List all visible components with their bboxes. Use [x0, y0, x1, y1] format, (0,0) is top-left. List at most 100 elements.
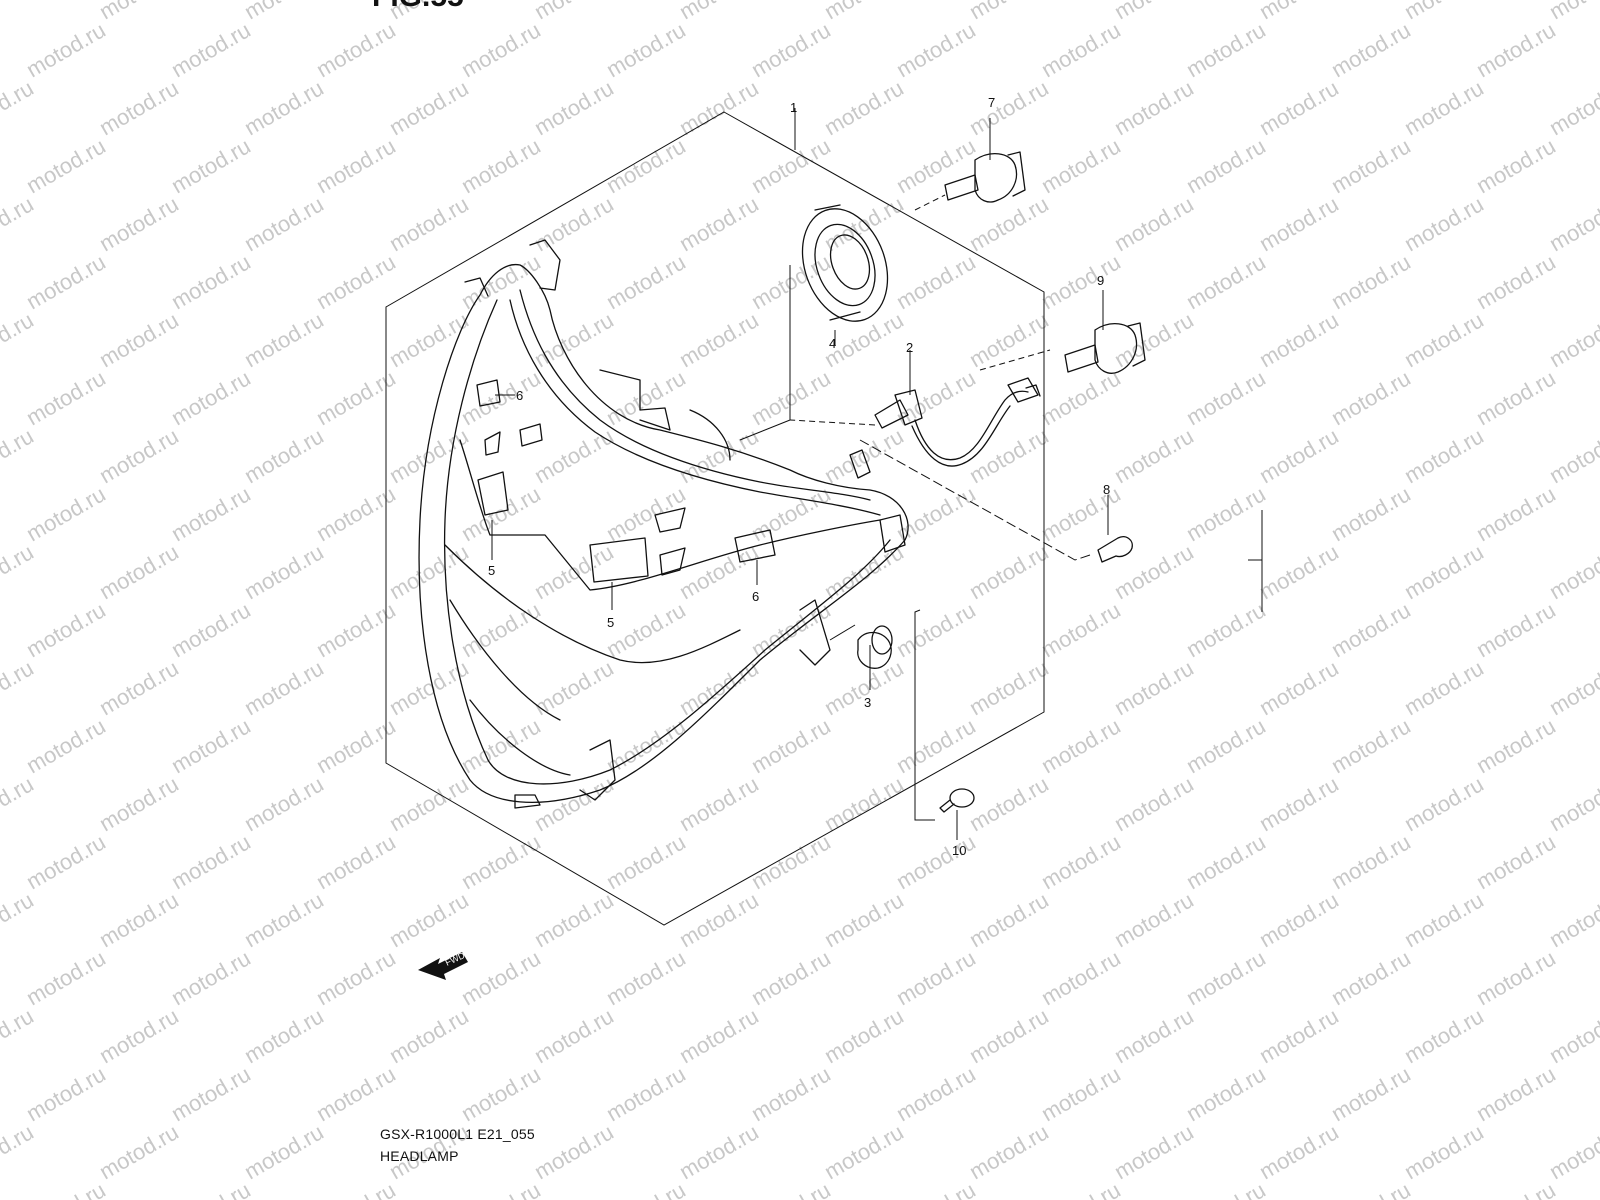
callout-6a: 6: [516, 388, 523, 403]
watermark-text: motod.ru: [965, 539, 1053, 604]
grommet[interactable]: [857, 625, 893, 669]
watermark-text: motod.ru: [312, 597, 400, 662]
headlamp-assembly[interactable]: [418, 239, 909, 809]
dust-cover[interactable]: [788, 197, 903, 333]
watermark-text: motod.ru: [1255, 423, 1343, 488]
watermark-text: motod.ru: [385, 307, 473, 372]
callout-6b: 6: [752, 589, 759, 604]
watermark-text: motod.ru: [747, 1177, 835, 1200]
assembly-box: [385, 111, 1045, 926]
bulb-low-beam[interactable]: [1064, 322, 1146, 374]
watermark-text: motod.ru: [95, 75, 183, 140]
watermark-text: motod.ru: [892, 597, 980, 662]
watermark-text: motod.ru: [965, 1003, 1053, 1068]
watermark-text: motod.ru: [1400, 1119, 1488, 1184]
socket-assembly[interactable]: [874, 377, 1041, 467]
watermark-text: motod.ru: [385, 655, 473, 720]
callout-4: 4: [829, 336, 836, 351]
watermark-text: motod.ru: [95, 771, 183, 836]
watermark-text: motod.ru: [22, 597, 110, 662]
watermark-text: motod.ru: [820, 887, 908, 952]
watermark-text: motod.ru: [1037, 597, 1125, 662]
callout-8: 8: [1103, 482, 1110, 497]
watermark-text: motod.ru: [892, 249, 980, 314]
watermark-text: motod.ru: [1182, 945, 1270, 1010]
watermark-text: motod.ru: [675, 75, 763, 140]
watermark-text: motod.ru: [1327, 713, 1415, 778]
watermark-text: motod.ru: [1400, 0, 1488, 24]
watermark-text: motod.ru: [530, 539, 618, 604]
watermark-text: motod.ru: [1182, 1061, 1270, 1126]
watermark-text: motod.ru: [1472, 597, 1560, 662]
watermark-text: motod.ru: [530, 423, 618, 488]
watermark-text: motod.ru: [1037, 249, 1125, 314]
watermark-text: motod.ru: [1037, 1061, 1125, 1126]
watermark-text: motod.ru: [1400, 771, 1488, 836]
callout-10: 10: [952, 843, 966, 858]
watermark-text: motod.ru: [1182, 1177, 1270, 1200]
screw[interactable]: [939, 788, 975, 813]
watermark-text: motod.ru: [1400, 423, 1488, 488]
watermark-text: motod.ru: [1255, 887, 1343, 952]
watermark-text: motod.ru: [22, 1061, 110, 1126]
watermark-text: motod.ru: [1545, 655, 1600, 720]
watermark-text: motod.ru: [22, 1177, 110, 1200]
watermark-text: motod.ru: [1545, 0, 1600, 24]
bulb-small[interactable]: [1097, 536, 1133, 563]
watermark-text: motod.ru: [530, 1119, 618, 1184]
watermark-text: motod.ru: [892, 945, 980, 1010]
watermark-text: motod.ru: [240, 539, 328, 604]
watermark-text: motod.ru: [167, 365, 255, 430]
watermark-text: motod.ru: [1400, 887, 1488, 952]
callout-3: 3: [864, 695, 871, 710]
label-patch: [734, 529, 776, 563]
watermark-text: motod.ru: [1110, 0, 1198, 24]
watermark-text: motod.ru: [95, 307, 183, 372]
watermark-text: motod.ru: [675, 1119, 763, 1184]
watermark-text: motod.ru: [1110, 1003, 1198, 1068]
callout-7: 7: [988, 95, 995, 110]
watermark-text: motod.ru: [965, 771, 1053, 836]
watermark-text: motod.ru: [1037, 1177, 1125, 1200]
watermark-text: motod.ru: [1182, 249, 1270, 314]
watermark-text: motod.ru: [965, 191, 1053, 256]
watermark-text: motod.ru: [312, 829, 400, 894]
watermark-text: motod.ru: [820, 191, 908, 256]
watermark-text: motod.ru: [1327, 1061, 1415, 1126]
watermark-text: motod.ru: [1182, 481, 1270, 546]
watermark-text: motod.ru: [820, 1003, 908, 1068]
watermark-text: motod.ru: [892, 1061, 980, 1126]
watermark-text: motod.ru: [95, 1119, 183, 1184]
watermark-text: motod.ru: [167, 133, 255, 198]
watermark-text: motod.ru: [167, 481, 255, 546]
bulb-high-beam[interactable]: [944, 151, 1026, 203]
watermark-text: motod.ru: [1472, 481, 1560, 546]
watermark-text: motod.ru: [167, 1061, 255, 1126]
watermark-text: motod.ru: [530, 307, 618, 372]
watermark-text: motod.ru: [675, 1003, 763, 1068]
watermark-text: motod.ru: [892, 17, 980, 82]
callout-1: 1: [790, 100, 797, 115]
watermark-text: motod.ru: [0, 539, 38, 604]
watermark-text: motod.ru: [892, 829, 980, 894]
watermark-text: motod.ru: [1037, 945, 1125, 1010]
watermark-text: motod.ru: [820, 1119, 908, 1184]
watermark-text: motod.ru: [312, 713, 400, 778]
watermark-text: motod.ru: [965, 75, 1053, 140]
watermark-text: motod.ru: [747, 829, 835, 894]
watermark-text: motod.ru: [0, 0, 38, 24]
watermark-text: motod.ru: [965, 1119, 1053, 1184]
watermark-text: motod.ru: [22, 365, 110, 430]
watermark-text: motod.ru: [240, 75, 328, 140]
watermark-text: motod.ru: [1037, 133, 1125, 198]
watermark-text: motod.ru: [1327, 481, 1415, 546]
watermark-text: motod.ru: [1472, 17, 1560, 82]
callout-5b: 5: [607, 615, 614, 630]
watermark-text: motod.ru: [95, 1003, 183, 1068]
watermark-text: motod.ru: [240, 1003, 328, 1068]
watermark-text: motod.ru: [965, 887, 1053, 952]
watermark-text: motod.ru: [1472, 713, 1560, 778]
watermark-text: motod.ru: [1545, 423, 1600, 488]
watermark-text: motod.ru: [1182, 713, 1270, 778]
